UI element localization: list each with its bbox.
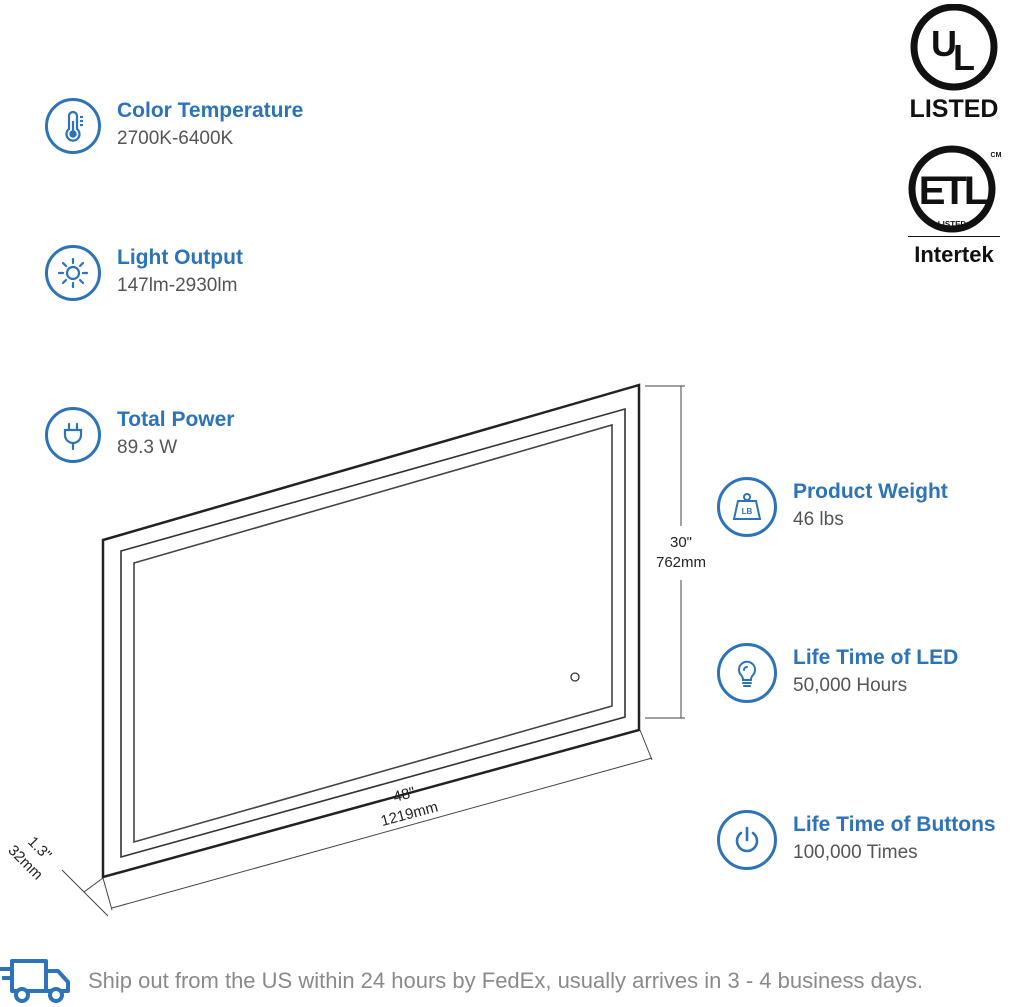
height-dimension-label: 30" 762mm xyxy=(645,533,717,573)
shipping-message: Ship out from the US within 24 hours by … xyxy=(88,968,924,993)
etl-mark: ETL LISTED CM xyxy=(908,145,1002,238)
lightbulb-icon xyxy=(717,643,777,703)
truck-icon xyxy=(0,959,70,1003)
power-icon xyxy=(717,810,777,870)
spec-color-temperature: Color Temperature 2700K-6400K xyxy=(45,98,303,154)
shipping-banner: Ship out from the US within 24 hours by … xyxy=(0,955,1024,1007)
spec-title: Product Weight xyxy=(793,480,948,503)
spec-product-weight: LB Product Weight 46 lbs xyxy=(717,477,948,537)
ul-listed-logo: U L LISTED xyxy=(906,3,1002,124)
spec-value: 2700K-6400K xyxy=(117,128,234,149)
spec-title: Total Power xyxy=(117,408,235,431)
spec-life-time-led: Life Time of LED 50,000 Hours xyxy=(717,643,958,703)
weight-icon-label: LB xyxy=(742,507,753,516)
height-mm: 762mm xyxy=(655,554,707,571)
spec-light-output: Light Output 147lm-2930lm xyxy=(45,245,243,301)
svg-text:CM: CM xyxy=(991,152,1002,159)
spec-title: Life Time of Buttons xyxy=(793,813,996,836)
spec-title: Life Time of LED xyxy=(793,646,959,669)
depth-dimension-label: 1.3" 32mm xyxy=(0,821,67,892)
spec-life-time-buttons: Life Time of Buttons 100,000 Times xyxy=(717,810,996,870)
svg-text:L: L xyxy=(953,37,975,78)
ul-mark: U L xyxy=(910,3,998,91)
spec-title: Light Output xyxy=(117,246,243,269)
weight-icon: LB xyxy=(717,477,777,537)
spec-title: Color Temperature xyxy=(117,99,304,122)
etl-intertek-logo: ETL LISTED CM Intertek xyxy=(904,145,1004,268)
spec-value: 147lm-2930lm xyxy=(117,275,238,296)
etl-intertek-label: Intertek xyxy=(914,242,994,267)
spec-value: 100,000 Times xyxy=(793,842,918,863)
svg-text:ETL: ETL xyxy=(919,169,988,213)
spec-value: 89.3 W xyxy=(117,437,178,458)
width-dimension-label: 48" 1219mm xyxy=(358,774,455,836)
thermometer-icon xyxy=(45,98,101,154)
sun-icon xyxy=(45,245,101,301)
svg-text:U: U xyxy=(931,23,957,64)
spec-total-power: Total Power 89.3 W xyxy=(45,407,234,463)
height-inches: 30" xyxy=(669,534,692,551)
spec-value: 50,000 Hours xyxy=(793,675,908,696)
ul-listed-label: LISTED xyxy=(909,95,999,123)
svg-text:LISTED: LISTED xyxy=(938,220,967,229)
spec-value: 46 lbs xyxy=(793,509,844,530)
plug-icon xyxy=(45,407,101,463)
